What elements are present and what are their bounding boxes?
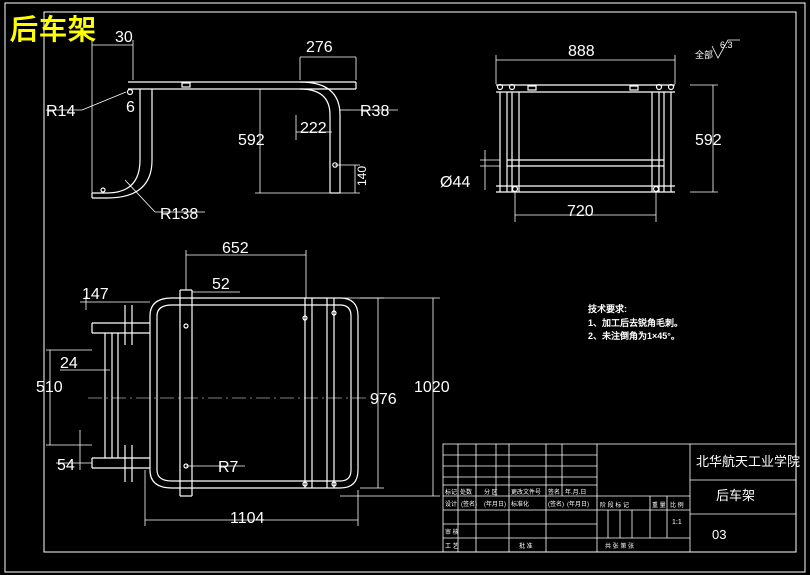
dim-54: 54 xyxy=(57,457,75,474)
sheet-label: 共 张 第 张 xyxy=(605,542,634,550)
dim-1104: 1104 xyxy=(230,510,265,527)
dim-720: 720 xyxy=(567,203,594,220)
dim-592-front: 592 xyxy=(695,132,722,149)
front-view xyxy=(496,83,675,193)
side-view-dimlines xyxy=(46,40,398,213)
plan-view-dimlines xyxy=(46,250,440,526)
process-label: 工 艺 xyxy=(445,542,459,550)
roughness-value: 6.3 xyxy=(720,40,733,50)
sign-date2: (年月日) xyxy=(567,500,589,508)
approve-label: 批 准 xyxy=(519,542,533,550)
hdr-change-doc: 更改文件号 xyxy=(511,488,541,496)
sign-sig1: (签名) xyxy=(461,500,477,508)
roughness-label: 全部 xyxy=(695,49,713,60)
dim-R38: R38 xyxy=(360,103,389,120)
sheet-border xyxy=(4,2,806,573)
sign-design: 设计 xyxy=(445,500,457,508)
roughness-symbol xyxy=(711,39,740,59)
notes-item-2: 2、未注倒角为1×45°。 xyxy=(588,330,680,341)
dim-652: 652 xyxy=(222,240,249,257)
front-view-dimlines xyxy=(480,55,718,222)
dim-24: 24 xyxy=(60,355,78,372)
scale-value: 1:1 xyxy=(672,519,682,526)
dim-888: 888 xyxy=(568,43,595,60)
dim-510: 510 xyxy=(36,379,63,396)
part-name: 后车架 xyxy=(716,488,755,503)
sign-sig2: (签名) xyxy=(548,500,564,508)
dim-592-side: 592 xyxy=(238,132,265,149)
hdr-date: 年.月.日 xyxy=(565,488,586,496)
page-title: 后车架 xyxy=(10,13,98,46)
title-block-text: 北华航天工业学院 后车架 03 1:1 标记 处数 分 区 更改文件号 签名 年… xyxy=(445,454,800,550)
dim-52: 52 xyxy=(212,276,230,293)
sign-standard: 标准化 xyxy=(511,500,529,508)
sign-date1: (年月日) xyxy=(484,500,506,508)
side-view-left xyxy=(91,81,357,199)
dim-R14: R14 xyxy=(46,103,75,120)
front-view-labels: 888 592 Ø44 720 xyxy=(440,43,722,220)
hdr-sign: 签名 xyxy=(548,488,560,496)
weight-label: 重 量 xyxy=(652,501,666,509)
dim-140: 140 xyxy=(355,166,369,186)
dim-976: 976 xyxy=(370,391,397,408)
dim-30: 30 xyxy=(115,29,133,46)
hdr-zone: 分 区 xyxy=(484,488,498,496)
stage-label: 阶 段 标 记 xyxy=(600,501,629,509)
review-label: 审 核 xyxy=(445,528,459,536)
drawing-number: 03 xyxy=(712,527,726,542)
dim-R7: R7 xyxy=(218,459,239,476)
dim-147: 147 xyxy=(82,286,109,303)
notes-item-1: 1、加工后去锐角毛刺。 xyxy=(588,317,683,328)
dim-R138: R138 xyxy=(160,206,198,223)
plan-view xyxy=(91,289,359,497)
dim-dia44: Ø44 xyxy=(440,174,470,191)
institution-name: 北华航天工业学院 xyxy=(696,454,800,469)
title-block-grid xyxy=(442,443,797,553)
hdr-mark: 标记 xyxy=(445,488,457,496)
notes-heading: 技术要求: xyxy=(588,303,627,314)
dim-1020: 1020 xyxy=(414,379,450,396)
scale-label: 比 例 xyxy=(670,501,684,509)
side-view-labels: 30 R14 6 R138 276 R38 592 222 140 xyxy=(46,29,389,223)
dim-6: 6 xyxy=(126,99,135,116)
dim-276: 276 xyxy=(306,39,333,56)
hdr-count: 处数 xyxy=(460,488,472,496)
technical-notes: 技术要求: 1、加工后去锐角毛刺。 2、未注倒角为1×45°。 xyxy=(588,303,683,341)
dim-222: 222 xyxy=(300,120,327,137)
plan-view-labels: 652 52 147 24 510 976 1020 54 R7 1104 xyxy=(36,240,450,527)
